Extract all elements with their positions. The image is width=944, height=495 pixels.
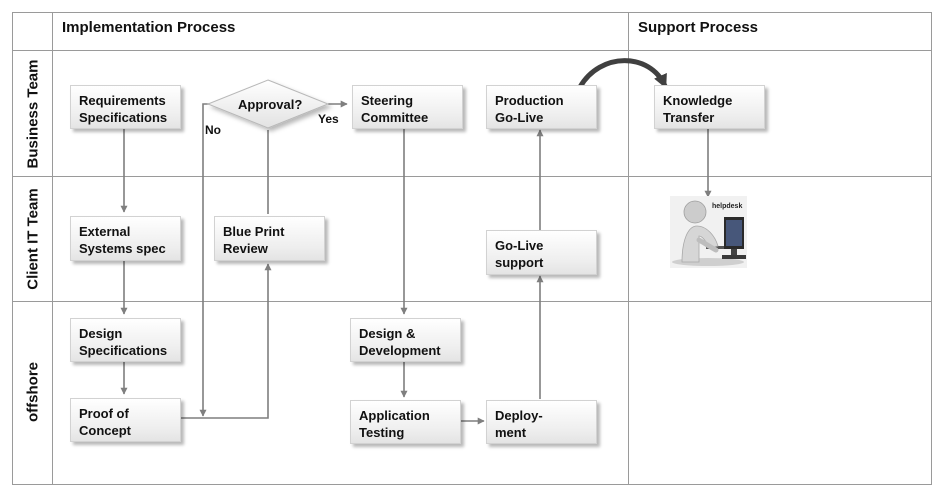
- approval-diamond: [206, 79, 330, 129]
- lane-label-client-it-team: Client IT Team: [24, 188, 42, 290]
- lane-label-business-team: Business Team: [24, 59, 42, 169]
- node-go-live-support: Go-Live support: [486, 230, 597, 275]
- grid-lines: [12, 12, 932, 485]
- node-production-go-live: Production Go-Live: [486, 85, 597, 129]
- curved-arrow-to-support: [577, 58, 668, 89]
- node-blue-print-review: Blue Print Review: [214, 216, 325, 261]
- lane-label-offshore: offshore: [24, 362, 42, 422]
- node-application-testing: Application Testing: [350, 400, 461, 444]
- header-support-process: Support Process: [638, 19, 759, 36]
- node-external-systems-spec: External Systems spec: [70, 216, 181, 261]
- helpdesk-person-at-computer-icon: helpdesk: [670, 196, 747, 268]
- node-approval-label: Approval?: [238, 97, 303, 112]
- edge-proof-to-blueprint: [181, 263, 272, 419]
- node-deployment: Deploy- ment: [486, 400, 597, 444]
- edge-label-no: No: [205, 123, 221, 137]
- node-steering-committee: Steering Committee: [352, 85, 463, 129]
- helpdesk-label: helpdesk: [712, 203, 742, 210]
- node-design-specifications: Design Specifications: [70, 318, 181, 362]
- node-knowledge-transfer: Knowledge Transfer: [654, 85, 765, 129]
- node-design-development: Design & Development: [350, 318, 461, 362]
- node-requirements-specifications: Requirements Specifications: [70, 85, 181, 129]
- header-implementation-process: Implementation Process: [62, 19, 236, 36]
- node-proof-of-concept: Proof of Concept: [70, 398, 181, 442]
- connectors: [120, 100, 712, 425]
- edge-label-yes: Yes: [318, 112, 339, 126]
